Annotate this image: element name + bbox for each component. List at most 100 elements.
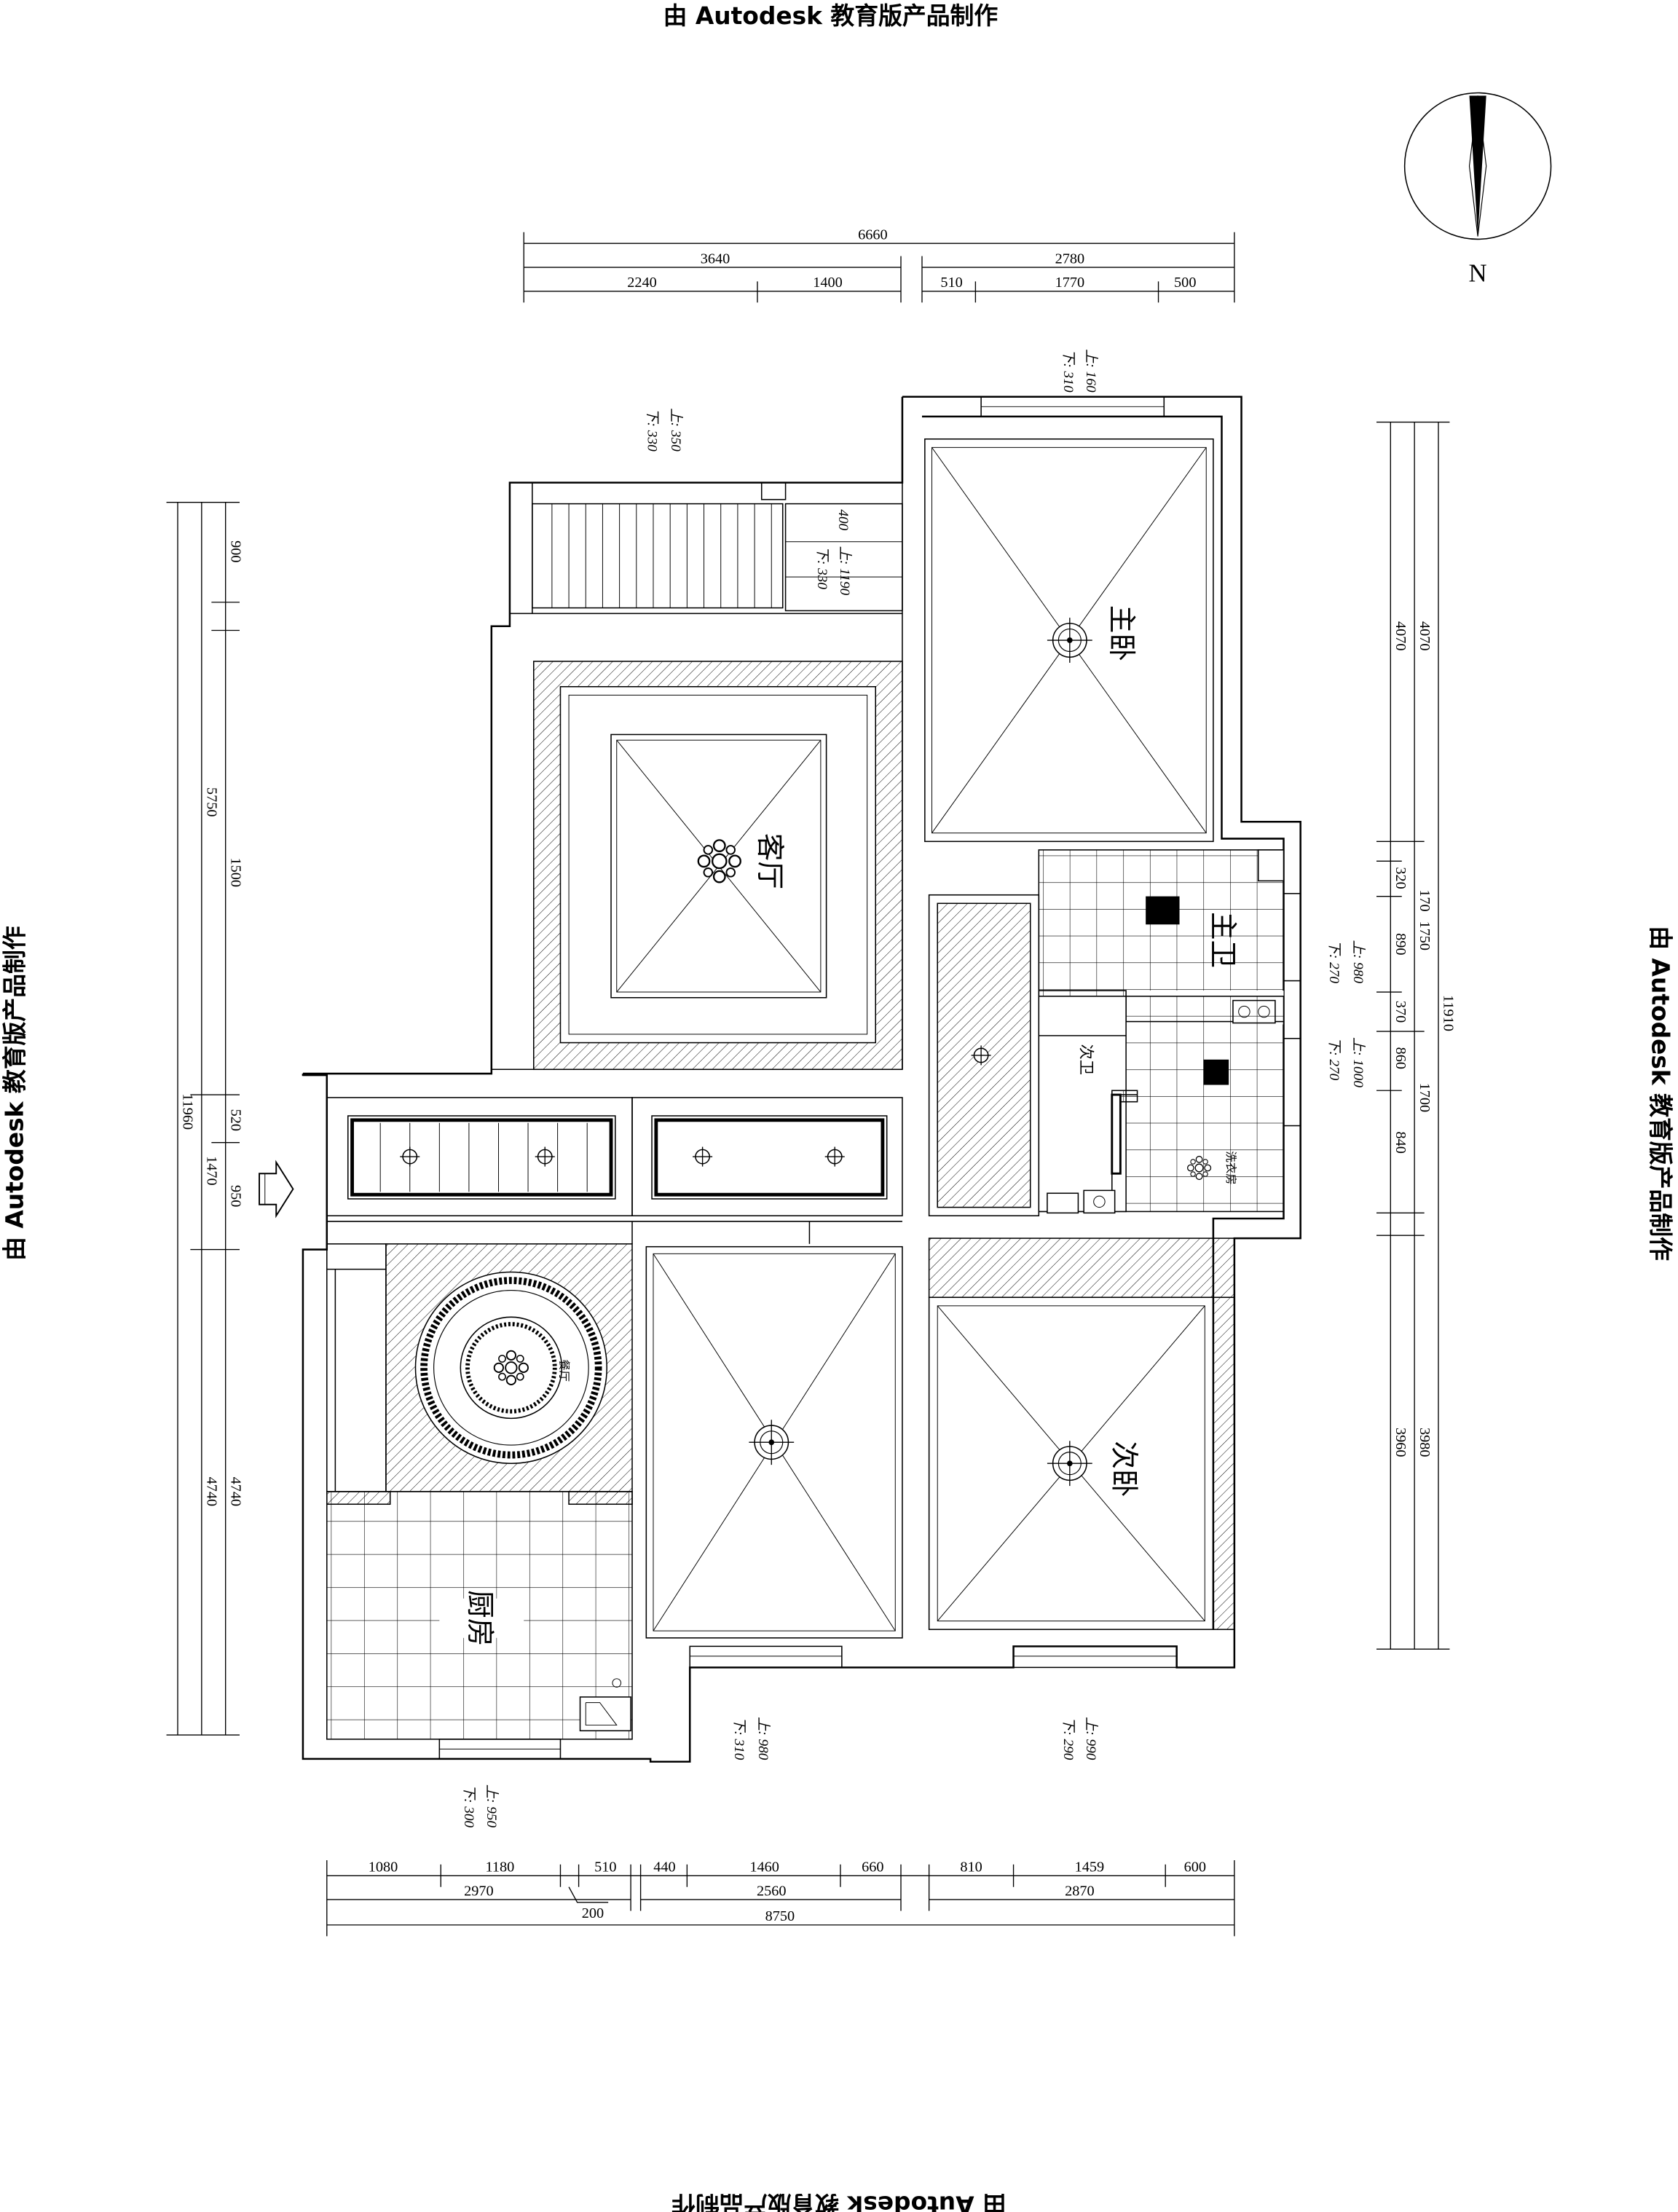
compass-needle-icon bbox=[1469, 95, 1486, 237]
kitchen-sink bbox=[579, 1696, 631, 1732]
second-bedroom: 次卧 bbox=[928, 1237, 1235, 1630]
note-bath1-down: 下: 270 bbox=[1326, 940, 1342, 984]
dim-left-d: 520 bbox=[227, 1109, 243, 1131]
dim-bottom-small: 200 bbox=[582, 1905, 604, 1921]
window-bedroom-3 bbox=[689, 1645, 843, 1669]
dim-bottom-4: 440 bbox=[653, 1859, 675, 1875]
dim-right-e: 1750 bbox=[1417, 921, 1433, 950]
dim-left-f: 950 bbox=[227, 1185, 243, 1207]
dim-bottom-r2-1: 2970 bbox=[464, 1883, 494, 1899]
dim-bottom-8: 1459 bbox=[1075, 1859, 1105, 1875]
room-label-laundry: 洗衣房 bbox=[1224, 1151, 1237, 1184]
dim-right-l: 3980 bbox=[1417, 1428, 1433, 1457]
note-balcony-up: 上: 1190 bbox=[837, 546, 852, 596]
dim-bottom-9: 600 bbox=[1184, 1859, 1206, 1875]
dimensions-left: 900 5750 1500 520 11960 1470 950 4740 47… bbox=[166, 502, 243, 1736]
second-bath-fixture bbox=[1203, 1059, 1229, 1085]
window-master-bath bbox=[1283, 893, 1301, 982]
dim-top-a2: 1400 bbox=[813, 275, 843, 291]
dim-top-a1: 2240 bbox=[627, 275, 657, 291]
corridor-cabinet bbox=[928, 894, 1040, 1216]
second-bath: 次卫 洗衣房 bbox=[1038, 996, 1285, 1214]
dim-right-b: 4070 bbox=[1417, 621, 1433, 651]
note-bottom-right-up: 上: 990 bbox=[1083, 1717, 1098, 1760]
dim-top-total: 6660 bbox=[858, 227, 888, 243]
note-top-right-up: 上: 160 bbox=[1083, 349, 1098, 393]
dim-bottom-total: 8750 bbox=[765, 1908, 795, 1924]
note-bottom-mid-up: 上: 980 bbox=[755, 1717, 771, 1760]
compass-north-letter: N bbox=[1469, 259, 1487, 287]
room-label-second-bedroom: 次卧 bbox=[1108, 1441, 1141, 1497]
second-bedroom-lamp-icon bbox=[1046, 1440, 1093, 1487]
dim-bottom-1: 1080 bbox=[369, 1859, 398, 1875]
dim-bottom-7: 810 bbox=[960, 1859, 982, 1875]
note-kitchen-up: 上: 950 bbox=[484, 1784, 499, 1828]
room-label-kitchen: 厨房 bbox=[463, 1590, 496, 1646]
note-bottom-right-down: 下: 290 bbox=[1060, 1717, 1076, 1760]
dim-bottom-r2-3: 2870 bbox=[1065, 1883, 1095, 1899]
note-bath2-down: 下: 270 bbox=[1326, 1037, 1342, 1081]
watermark-bottom: 由 Autodesk 教育版产品制作 bbox=[671, 2191, 1007, 2212]
dim-right-i: 1700 bbox=[1417, 1083, 1433, 1113]
master-bedroom-lamp-icon bbox=[1046, 617, 1093, 664]
window-second-bedroom bbox=[1012, 1645, 1178, 1669]
balcony bbox=[509, 481, 903, 615]
dim-left-g: 4740 bbox=[204, 1477, 220, 1507]
window-second-bath bbox=[1283, 1037, 1301, 1127]
dim-left-e: 1470 bbox=[204, 1156, 220, 1186]
height-notes: 上: 350 下: 330 上: 160 下: 310 上: 1190 下: 3… bbox=[461, 349, 1366, 1827]
dim-right-d: 170 bbox=[1417, 889, 1433, 911]
dim-bottom-r2-2: 2560 bbox=[757, 1883, 787, 1899]
dimensions-bottom: 1080 1180 510 440 1460 660 810 1459 600 … bbox=[326, 1859, 1235, 1937]
dim-top-a: 3640 bbox=[701, 251, 730, 267]
room-label-second-bath: 次卫 bbox=[1076, 1044, 1095, 1075]
master-bedroom: 主卧 bbox=[924, 438, 1214, 843]
dim-bottom-3: 510 bbox=[594, 1859, 616, 1875]
dimensions-top: 6660 3640 2780 2240 1400 510 1770 500 bbox=[523, 227, 1235, 303]
room-label-master-bedroom: 主卧 bbox=[1105, 605, 1138, 661]
room-label-dining: 餐厅 bbox=[557, 1359, 570, 1382]
compass-circle bbox=[1403, 92, 1552, 240]
watermark-top: 由 Autodesk 教育版产品制作 bbox=[663, 2, 998, 30]
dim-left-total: 11960 bbox=[180, 1093, 196, 1130]
dim-right-k: 3960 bbox=[1393, 1428, 1409, 1457]
dim-top-b3: 500 bbox=[1174, 275, 1196, 291]
dim-right-total: 11910 bbox=[1441, 995, 1457, 1031]
dim-bottom-6: 660 bbox=[862, 1859, 883, 1875]
note-bath2-up: 上: 1000 bbox=[1350, 1037, 1366, 1087]
dim-bottom-2: 1180 bbox=[486, 1859, 515, 1875]
watermark-left: 由 Autodesk 教育版产品制作 bbox=[1, 926, 28, 1261]
watermark-right: 由 Autodesk 教育版产品制作 bbox=[1647, 926, 1674, 1261]
bedroom-bottom-middle-lamp-icon bbox=[748, 1419, 795, 1466]
dim-top-b1: 510 bbox=[940, 275, 962, 291]
living-room: 客厅 bbox=[491, 613, 903, 1071]
dim-right-h: 860 bbox=[1393, 1047, 1409, 1069]
note-bottom-mid-down: 下: 310 bbox=[731, 1717, 747, 1760]
room-label-living: 客厅 bbox=[753, 833, 786, 889]
dim-left-h: 4740 bbox=[227, 1477, 243, 1507]
dim-right-g: 370 bbox=[1393, 1001, 1409, 1023]
dining-room: 餐厅 bbox=[326, 1243, 633, 1492]
compass: N bbox=[1403, 92, 1552, 287]
note-bath1-up: 上: 980 bbox=[1350, 940, 1366, 984]
note-top-right-down: 下: 310 bbox=[1060, 349, 1076, 393]
dim-bottom-5: 1460 bbox=[749, 1859, 779, 1875]
dim-right-a: 4070 bbox=[1393, 621, 1409, 651]
dim-right-c: 320 bbox=[1393, 867, 1409, 889]
dim-right-j: 840 bbox=[1393, 1132, 1409, 1154]
entry-arrow-icon bbox=[259, 1160, 294, 1219]
dim-left-c: 1500 bbox=[227, 858, 243, 888]
note-balcony-dim: 400 bbox=[835, 509, 851, 530]
note-top-left-up: 上: 350 bbox=[668, 408, 683, 452]
master-bath: 主卫 bbox=[1038, 849, 1285, 1025]
storage-row bbox=[326, 1097, 903, 1244]
dimensions-right: 4070 4070 320 170 1750 890 370 11910 860… bbox=[1376, 421, 1457, 1650]
room-label-master-bath: 主卫 bbox=[1206, 912, 1239, 968]
bedroom-bottom-middle bbox=[645, 1245, 903, 1639]
dim-right-f: 890 bbox=[1393, 933, 1409, 955]
note-top-left-down: 下: 330 bbox=[644, 408, 659, 452]
master-bath-fixture bbox=[1146, 896, 1180, 925]
dim-left-b: 5750 bbox=[204, 787, 220, 817]
dim-top-b: 2780 bbox=[1055, 251, 1085, 267]
